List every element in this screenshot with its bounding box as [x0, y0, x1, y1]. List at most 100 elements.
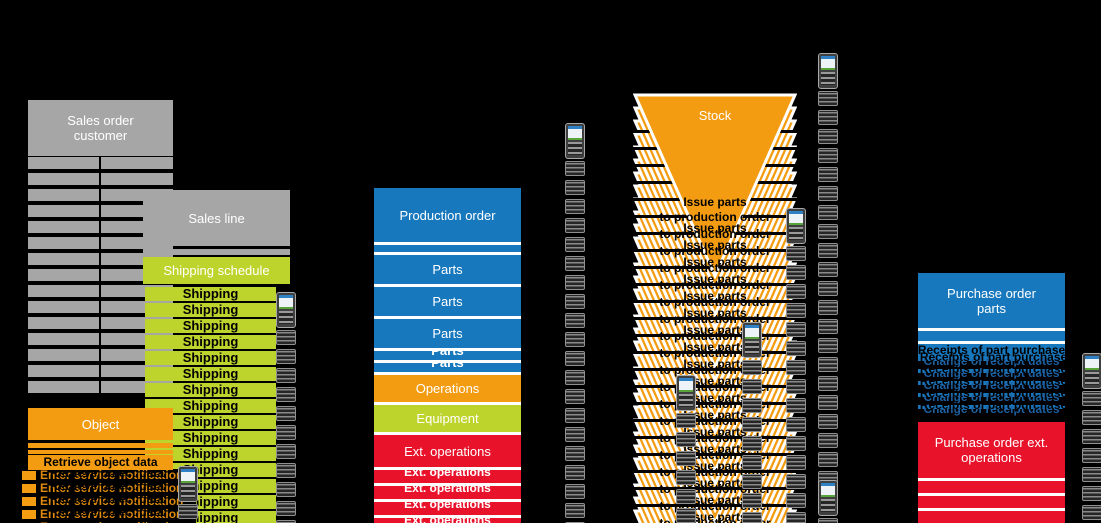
shipping-row-label: Shipping [182, 334, 239, 349]
handheld-terminal-segment-icon [818, 518, 838, 523]
equipment-label: Equipment [416, 411, 479, 426]
issue-parts-overlap-label: Issue parts [683, 289, 747, 303]
ext-operations-row: Ext. operations [374, 518, 521, 523]
parts-label-clipped: Parts [374, 363, 521, 370]
production-strip [374, 245, 521, 252]
shipping-row: Shipping [145, 303, 276, 317]
receipts-overlap-label: Receipts of part purchase [919, 398, 1068, 412]
production-order-label: Production order [399, 207, 496, 223]
ext-operations-label-clipped: Ext. operations [404, 486, 491, 495]
handheld-terminal-segment-icon [276, 444, 296, 459]
ext-operations-row: Ext. operations [374, 470, 521, 483]
stock-connector-line [622, 453, 808, 456]
connector-line [99, 156, 101, 403]
shipping-row: Shipping [145, 399, 276, 413]
receipts-row: Receipts of part purchase [918, 344, 1065, 357]
enter-service-label: Enter service notification [40, 468, 184, 482]
handheld-terminal-segment-icon [818, 357, 838, 372]
stock-label: Stock [633, 108, 797, 123]
handheld-terminal-icon [818, 53, 838, 89]
handheld-terminal-segment-icon [818, 376, 838, 391]
shipping-row: Shipping [145, 415, 276, 429]
to-production-order-label: to production order [659, 278, 771, 292]
change-receipt-dates-label: Change of receipt dates [923, 402, 1060, 416]
sales-line-strip [143, 249, 290, 255]
shipping-row-label: Shipping [182, 430, 239, 445]
shipping-row: Shipping [145, 335, 276, 349]
handheld-terminal-segment-icon [565, 351, 585, 366]
issue-parts-overlap-label: Issue parts [683, 374, 747, 388]
handheld-terminal-segment-icon [565, 313, 585, 328]
stock-connector-line [622, 402, 808, 405]
handheld-terminal-icon [786, 208, 806, 244]
issue-parts-overlap-label: Issue parts [683, 255, 747, 269]
to-production-order-label: to production order [659, 295, 771, 309]
shipping-row: Shipping [145, 367, 276, 381]
issue-parts-overlap-label: Issue parts [683, 306, 747, 320]
retrieve-overlap-label: Retrieve object data [50, 505, 165, 519]
retrieve-object-data-label: Retrieve object data [43, 455, 158, 469]
handheld-terminal-segment-icon [742, 360, 762, 375]
parts-label: Parts [432, 294, 463, 309]
enter-service-label: Enter service notification [40, 521, 183, 523]
issue-parts-label: Issue parts [683, 195, 747, 209]
handheld-terminal-icon [276, 292, 296, 328]
handheld-terminal-segment-icon [565, 161, 585, 176]
handheld-terminal-segment-icon [276, 387, 296, 402]
handheld-terminal-segment-icon [565, 275, 585, 290]
handheld-terminal-segment-icon [818, 167, 838, 182]
handheld-terminal-segment-icon [565, 218, 585, 233]
shipping-schedule-label: Shipping schedule [163, 263, 270, 278]
handheld-terminal-segment-icon [742, 436, 762, 451]
change-receipt-dates-label: Change of receipt dates [923, 390, 1060, 404]
to-production-order-label: to production order [659, 261, 771, 275]
enter-service-label: Enter service notification [40, 507, 184, 521]
sales-order-customer-label: Sales order customer [67, 113, 134, 143]
to-production-order-label: to production order [659, 210, 771, 224]
handheld-terminal-segment-icon [276, 501, 296, 516]
parts-box: Parts [374, 255, 521, 284]
strip-fragment [918, 357, 1065, 361]
stock-connector-line [622, 470, 808, 473]
handheld-terminal-segment-icon [276, 330, 296, 345]
issue-parts-overlap-label: Issue parts [683, 408, 747, 422]
issue-parts-overlap-label: Issue parts [683, 493, 747, 507]
handheld-terminal-segment-icon [786, 417, 806, 432]
issue-parts-overlap-label: Issue parts [683, 459, 747, 473]
issue-parts-overlap-label: Issue parts [683, 425, 747, 439]
shipping-row-label: Shipping [182, 366, 239, 381]
retrieve-object-data-row: Retrieve object data [28, 455, 173, 470]
handheld-terminal-segment-icon [786, 398, 806, 413]
purchase-order-ext-box: Purchase order ext. operations [918, 422, 1065, 478]
ext-operations-label: Ext. operations [404, 443, 491, 459]
handheld-terminal-segment-icon [565, 237, 585, 252]
object-strip [28, 443, 173, 448]
ext-operations-box: Ext. operations [374, 435, 521, 467]
handheld-terminal-segment-icon [818, 395, 838, 410]
handheld-terminal-segment-icon [276, 425, 296, 440]
receipts-overlap-label: Receipts of part purchase [919, 350, 1068, 364]
stock-connector-line [622, 283, 808, 286]
handheld-terminal-segment-icon [276, 406, 296, 421]
object-box: Object [28, 408, 173, 440]
issue-parts-overlap-label: Issue parts [683, 272, 747, 286]
production-order-box: Production order [374, 188, 521, 242]
object-row-fragment [22, 510, 36, 519]
operations-box: Operations [374, 375, 521, 402]
object-label: Object [81, 416, 120, 432]
handheld-terminal-segment-icon [818, 452, 838, 467]
handheld-terminal-segment-icon [565, 294, 585, 309]
object-row-fragment [22, 471, 36, 480]
handheld-terminal-segment-icon [786, 303, 806, 318]
retrieve-overlap-label: Retrieve object data [50, 492, 165, 506]
handheld-terminal-segment-icon [786, 379, 806, 394]
device-keypad-icon [568, 142, 582, 155]
issue-parts-overlap-label: Issue parts [683, 221, 747, 235]
device-screen-icon [821, 56, 835, 70]
device-screen-icon [821, 483, 835, 497]
